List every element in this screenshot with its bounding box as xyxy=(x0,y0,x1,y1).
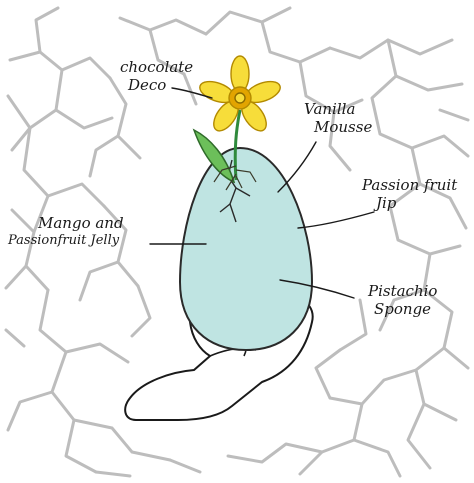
label-passion-fruit-jip-line2: Jip xyxy=(362,194,457,212)
label-mango-jelly-line2: Passionfruit Jelly xyxy=(8,232,124,250)
label-vanilla-mousse: Vanilla Mousse xyxy=(304,100,372,136)
label-vanilla-mousse-line2: Mousse xyxy=(304,118,372,136)
label-pistachio-sponge-line1: Pistachio xyxy=(368,282,437,300)
leader-passion-fruit-jip xyxy=(298,212,374,228)
label-chocolate-deco-line1: chocolate xyxy=(120,58,193,76)
label-vanilla-mousse-line1: Vanilla xyxy=(304,100,372,118)
label-pistachio-sponge-line2: Sponge xyxy=(368,300,437,318)
label-chocolate-deco: chocolate Deco xyxy=(120,58,193,94)
label-chocolate-deco-line2: Deco xyxy=(120,76,193,94)
label-pistachio-sponge: Pistachio Sponge xyxy=(368,282,437,318)
egg xyxy=(180,148,312,350)
label-passion-fruit-jip: Passion fruit Jip xyxy=(362,176,457,212)
flower xyxy=(197,56,283,135)
label-mango-jelly-line1: Mango and xyxy=(8,214,124,232)
label-mango-jelly: Mango and Passionfruit Jelly xyxy=(8,214,124,250)
label-passion-fruit-jip-line1: Passion fruit xyxy=(362,176,457,194)
